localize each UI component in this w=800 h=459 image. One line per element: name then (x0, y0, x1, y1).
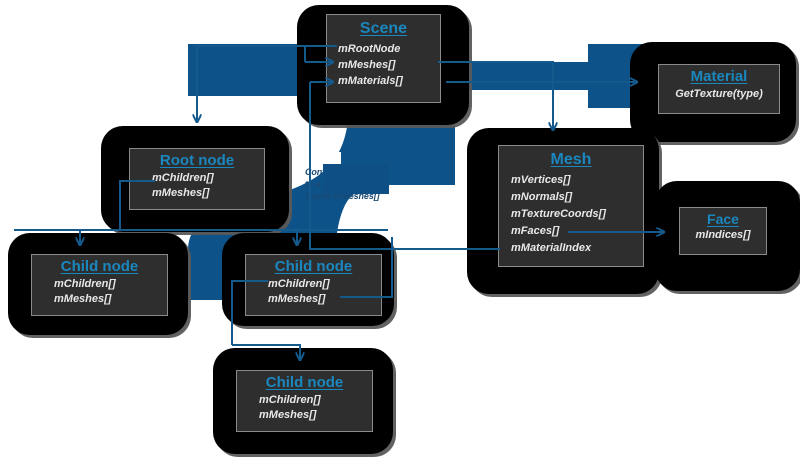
node-title-material: Material (690, 68, 748, 85)
field-mMeshes: mMeshes[] (152, 187, 210, 199)
field-mFaces: mFaces[] (511, 225, 560, 237)
node-inner-material: Material GetTexture(type) (658, 64, 780, 114)
node-title-face: Face (707, 211, 739, 227)
node-fields-face: mIndices[] (680, 228, 766, 243)
node-inner-mesh: Mesh mVertices[] mNormals[] mTextureCoor… (498, 145, 644, 267)
node-card-root-node[interactable]: Root node mChildren[] mMeshes[] (101, 126, 289, 232)
node-title-mesh: Mesh (550, 151, 592, 168)
node-title-root-node: Root node (159, 152, 235, 169)
node-inner-child-node-mid: Child node mChildren[] mMeshes[] (245, 254, 382, 316)
field-mRootNode: mRootNode (338, 43, 401, 55)
field-mChildren: mChildren[] (152, 172, 214, 184)
node-fields-child-node-bottom: mChildren[] mMeshes[] (237, 393, 372, 423)
field-mMeshes: mMeshes[] (259, 409, 317, 421)
field-mTextureCoords: mTextureCoords[] (511, 208, 606, 220)
node-inner-face: Face mIndices[] (679, 207, 767, 255)
node-card-material[interactable]: Material GetTexture(type) (630, 42, 796, 142)
field-mNormals: mNormals[] (511, 191, 573, 203)
node-fields-material: GetTexture(type) (659, 87, 779, 102)
node-inner-root-node: Root node mChildren[] mMeshes[] (129, 148, 265, 210)
node-title-scene: Scene (359, 20, 408, 37)
node-title-child-node-left: Child node (60, 258, 139, 275)
blob-cutout-white-right (455, 90, 588, 108)
field-mMaterials: mMaterials[] (338, 75, 403, 87)
node-fields-child-node-mid: mChildren[] mMeshes[] (246, 277, 381, 307)
node-fields-scene: mRootNode mMeshes[] mMaterials[] (327, 41, 440, 89)
node-card-child-node-left[interactable]: Child node mChildren[] mMeshes[] (8, 233, 188, 335)
note-mesh-index-occluder (323, 164, 389, 194)
node-title-child-node-bottom: Child node (265, 374, 344, 391)
field-mVertices: mVertices[] (511, 174, 571, 186)
node-inner-child-node-bottom: Child node mChildren[] mMeshes[] (236, 370, 373, 432)
field-mChildren: mChildren[] (54, 278, 116, 290)
node-inner-child-node-left: Child node mChildren[] mMeshes[] (31, 254, 168, 316)
node-card-mesh[interactable]: Mesh mVertices[] mNormals[] mTextureCoor… (467, 128, 659, 294)
field-mMeshes: mMeshes[] (338, 59, 396, 71)
node-fields-child-node-left: mChildren[] mMeshes[] (32, 277, 167, 307)
field-mChildren: mChildren[] (268, 278, 330, 290)
field-mChildren: mChildren[] (259, 394, 321, 406)
node-inner-scene: Scene mRootNode mMeshes[] mMaterials[] (326, 14, 441, 103)
field-mMaterialIndex: mMaterialIndex (511, 242, 592, 254)
node-title-child-node-mid: Child node (274, 258, 353, 275)
node-fields-mesh: mVertices[] mNormals[] mTextureCoords[] … (499, 172, 643, 257)
field-mMeshes: mMeshes[] (54, 293, 112, 305)
field-mMeshes: mMeshes[] (268, 293, 326, 305)
field-GetTexture: GetTexture(type) (675, 88, 763, 100)
node-card-face[interactable]: Face mIndices[] (655, 181, 800, 291)
node-fields-root-node: mChildren[] mMeshes[] (130, 171, 264, 201)
field-mIndices: mIndices[] (695, 229, 751, 241)
node-card-child-node-bottom[interactable]: Child node mChildren[] mMeshes[] (213, 348, 393, 454)
